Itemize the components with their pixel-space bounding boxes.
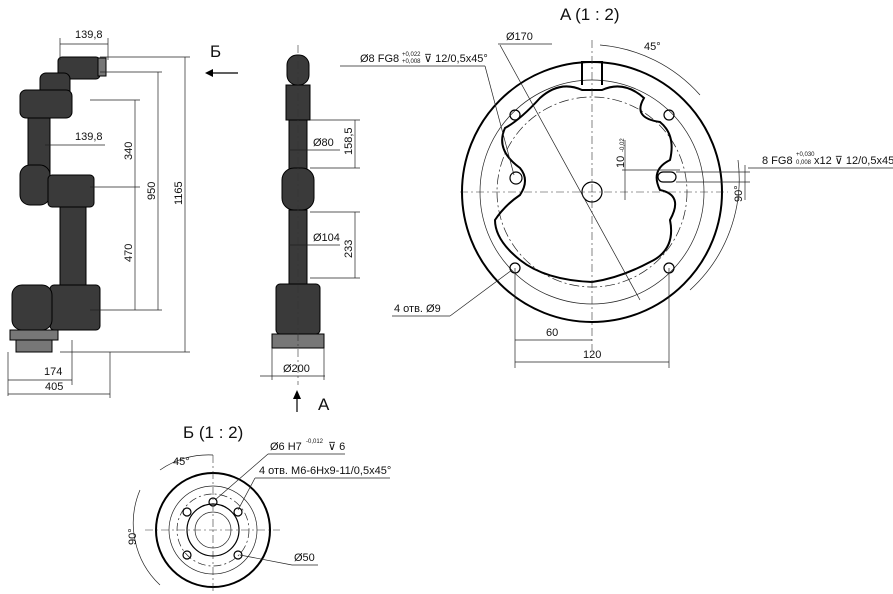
- dim-233: 233: [343, 240, 355, 258]
- detail-b-angle90: 90°: [127, 528, 139, 545]
- front-view-dimensions: Ø80 158,5 Ø104 233 Ø200 A: [260, 119, 360, 414]
- detail-a-slot-depth: x12 ⊽ 12/0,5x45°: [814, 155, 893, 167]
- detail-a-angle90: 90°: [733, 185, 745, 202]
- detail-a-d10-tol: -0,02: [620, 138, 626, 152]
- view-arrow-b-label: Б: [210, 42, 221, 61]
- detail-a-d60: 60: [546, 327, 558, 339]
- detail-a-pin-hole: Ø8 FG8: [360, 53, 399, 65]
- detail-b-title: Б (1 : 2): [183, 423, 243, 442]
- dim-dia104: Ø104: [313, 232, 340, 244]
- robot-side-view: [9, 56, 107, 353]
- detail-a-slot-tol-upper: +0,030: [796, 152, 815, 158]
- side-view-dimensions: 139,8 139,8 340 950 470 1165 174 405 Б: [7, 29, 238, 398]
- dim-340: 340: [123, 142, 135, 160]
- dim-dia200: Ø200: [283, 363, 310, 375]
- dim-158-5: 158,5: [343, 127, 355, 155]
- detail-a-slot-tol-lower: 0,008: [796, 160, 812, 166]
- dim-405: 405: [45, 381, 63, 393]
- detail-a-pin-hole-tol-lower: +0,008: [402, 59, 421, 65]
- dim-dia80: Ø80: [313, 137, 334, 149]
- detail-b-pin-hole-depth: ⊽ 6: [328, 441, 345, 453]
- dim-470: 470: [123, 244, 135, 262]
- detail-a-holes: 4 отв. Ø9: [394, 303, 441, 315]
- detail-a-title: A (1 : 2): [560, 5, 620, 24]
- detail-b-pin-hole: Ø6 H7: [270, 441, 302, 453]
- dim-139-8-top: 139,8: [75, 29, 103, 41]
- dim-1165: 1165: [173, 181, 185, 205]
- detail-b-angle45: 45°: [173, 456, 190, 468]
- dim-950: 950: [146, 182, 158, 200]
- detail-a-angle45: 45°: [644, 41, 661, 53]
- detail-b-threads: 4 отв. M6-6Hx9-11/0,5x45°: [259, 465, 391, 477]
- detail-b-flange: Б (1 : 2) 45° 90° Ø6 H7 -0,012 ⊽ 6 4 отв…: [127, 423, 391, 594]
- detail-a-d120: 120: [583, 349, 601, 361]
- detail-a-pin-hole-depth: ⊽ 12/0,5x45°: [424, 53, 488, 65]
- detail-a-dia170: Ø170: [506, 31, 533, 43]
- detail-a-flange: A (1 : 2) Ø170 Ø8 FG8 +0,022 +0,008 ⊽ 12…: [340, 5, 893, 368]
- detail-a-slot: 8 FG8: [762, 155, 793, 167]
- detail-a-pin-hole-tol-upper: +0,022: [402, 52, 421, 58]
- dim-174: 174: [44, 366, 62, 378]
- view-arrow-a-label: A: [318, 395, 330, 414]
- detail-a-d10: 10: [615, 156, 627, 168]
- detail-b-dia50: Ø50: [294, 552, 315, 564]
- robot-front-view: [271, 45, 325, 385]
- dim-139-8-mid: 139,8: [75, 131, 103, 143]
- detail-b-pin-hole-tol: -0,012: [306, 439, 324, 445]
